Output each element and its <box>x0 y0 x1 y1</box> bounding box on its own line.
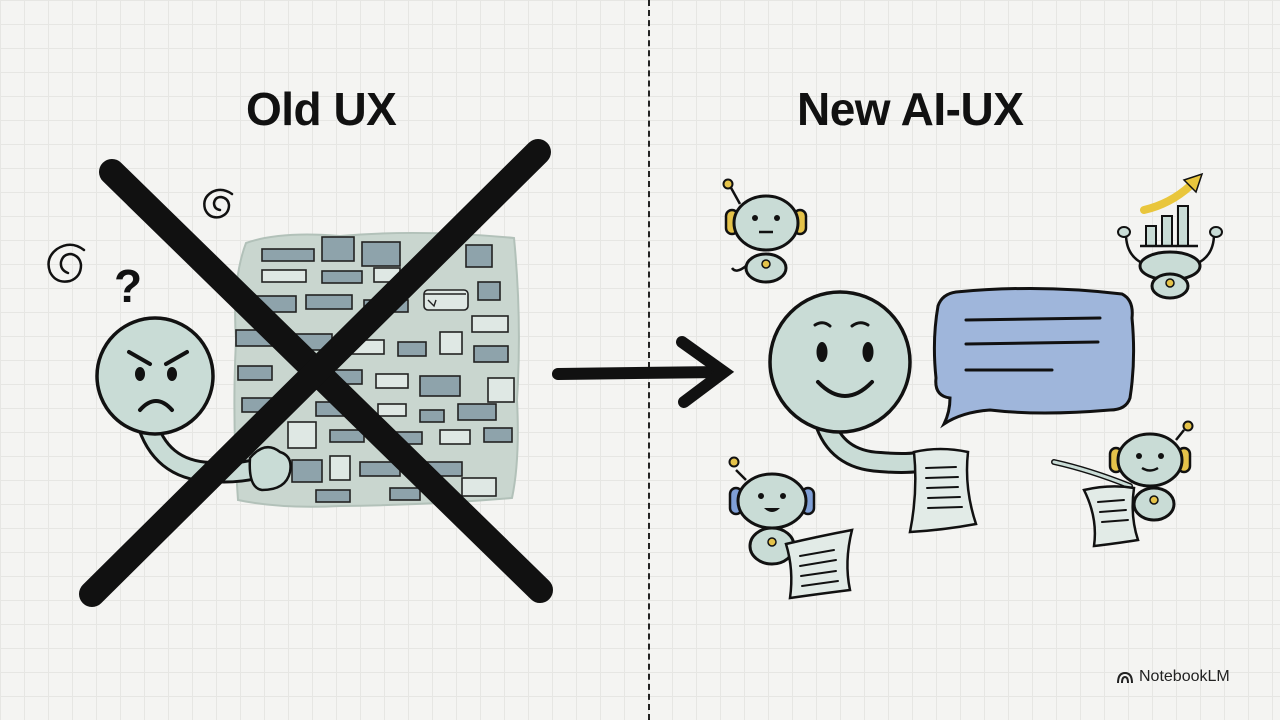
dizzy-spiral-icon <box>47 243 86 283</box>
growth-chart-icon <box>1140 172 1204 248</box>
robot-icon <box>728 456 816 566</box>
speech-bubble-icon <box>932 286 1136 429</box>
old-ux-title: Old UX <box>246 83 397 135</box>
center-divider <box>648 0 650 720</box>
robot-icon <box>1117 226 1223 300</box>
document-icon <box>908 447 978 534</box>
brand-name: NotebookLM <box>1139 668 1230 685</box>
question-mark-icon: ? <box>114 260 142 312</box>
robot-icon <box>1051 420 1194 522</box>
document-icon <box>1082 485 1140 548</box>
notebooklm-logo-icon <box>1117 671 1133 684</box>
document-icon <box>784 528 854 600</box>
dizzy-spiral-icon <box>203 188 234 219</box>
smiley-face-icon <box>768 290 929 474</box>
new-ai-ux-title: New AI-UX <box>797 83 1024 135</box>
cross-out-icon <box>79 139 553 607</box>
robot-icon <box>722 178 808 284</box>
arrow-right-icon <box>552 336 735 408</box>
notebooklm-brand: NotebookLM <box>1116 668 1230 686</box>
